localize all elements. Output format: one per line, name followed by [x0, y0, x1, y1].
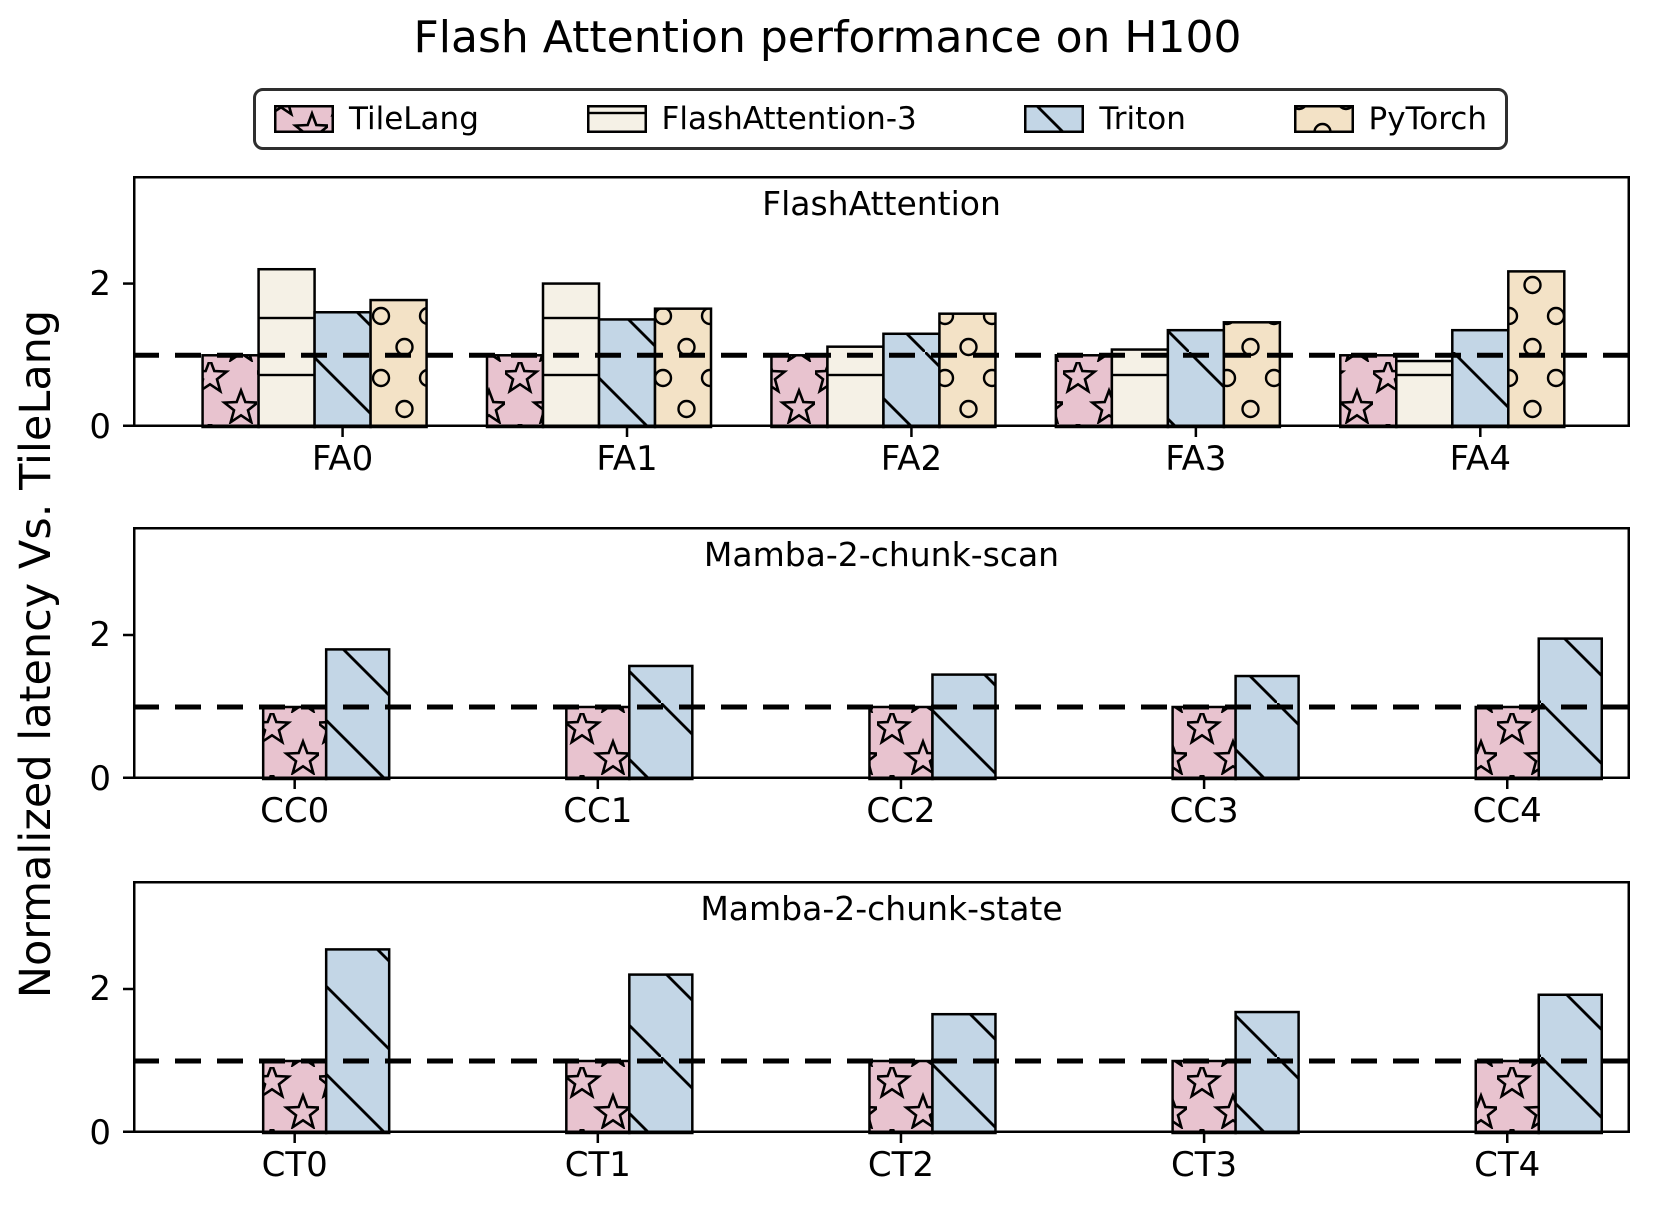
bar-PyTorch-FA2: [938, 312, 997, 429]
plot-area-FlashAttention: [123, 176, 1630, 437]
legend-label-FlashAttention-3: FlashAttention-3: [661, 101, 917, 137]
bar-Triton-CC3: [1234, 674, 1300, 781]
bar-TileLang-FA0: [201, 354, 260, 429]
bar-TileLang-FA3: [1054, 354, 1114, 429]
bar-TileLang-CT4: [1474, 1059, 1540, 1135]
bar-PyTorch-FA1: [653, 307, 713, 429]
x-tick-label-CT2: CT2: [867, 1145, 935, 1185]
plot-area-Mamba-2-chunk-state: [123, 881, 1630, 1143]
bar-PyTorch-FA0: [369, 298, 428, 429]
bar-FlashAttention-3-FA3: [1110, 348, 1170, 429]
bar-TileLang-CT2: [868, 1059, 934, 1135]
x-tick-label-FA4: FA4: [1449, 439, 1511, 479]
x-tick-label-CT1: CT1: [564, 1145, 631, 1185]
bar-Triton-CT3: [1234, 1010, 1300, 1135]
bar-TileLang-CT1: [565, 1059, 631, 1135]
plot-area-Mamba-2-chunk-scan: [123, 527, 1630, 789]
y-tick-label-2: 2: [89, 969, 111, 1009]
star-hatch-icon: [274, 105, 334, 133]
bar-TileLang-FA4: [1339, 354, 1398, 429]
x-tick-label-CC0: CC0: [260, 791, 330, 831]
x-tick-label-FA1: FA1: [596, 439, 658, 479]
legend-item-FlashAttention-3: FlashAttention-3: [586, 101, 917, 137]
axes-spines: [133, 176, 1630, 427]
circles-hatch-icon: [1293, 105, 1354, 133]
bar-Triton-CC2: [931, 673, 997, 781]
bar-FlashAttention-3-FA0: [257, 267, 316, 429]
bar-TileLang-CC3: [1171, 705, 1237, 781]
bar-Triton-FA1: [597, 318, 657, 429]
x-tick-label-CC3: CC3: [1169, 791, 1239, 831]
bar-TileLang-FA1: [485, 354, 545, 429]
bar-Triton-CT2: [931, 1012, 997, 1135]
axes-spines: [133, 881, 1630, 1133]
legend-item-Triton: Triton: [1024, 101, 1186, 137]
legend-item-TileLang: TileLang: [274, 101, 479, 137]
bar-Triton-CC1: [628, 664, 694, 781]
bar-TileLang-FA2: [770, 354, 829, 429]
horizontal-lines-hatch-icon: [586, 105, 647, 133]
legend-label-TileLang: TileLang: [349, 101, 479, 137]
bar-TileLang-CC2: [868, 705, 934, 781]
x-tick-label-CC2: CC2: [866, 791, 936, 831]
bar-Triton-CT4: [1537, 993, 1603, 1135]
legend-label-Triton: Triton: [1099, 101, 1186, 137]
bar-TileLang-CC1: [565, 705, 631, 781]
bar-TileLang-CC4: [1474, 705, 1540, 781]
x-tick-label-CC1: CC1: [563, 791, 633, 831]
y-tick-label-2: 2: [89, 263, 111, 304]
axes-spines: [133, 527, 1630, 779]
x-tick-label-FA0: FA0: [311, 439, 374, 479]
y-tick-label-0: 0: [89, 407, 111, 447]
bar-FlashAttention-3-FA2: [826, 345, 885, 429]
bar-FlashAttention-3-FA1: [541, 282, 601, 429]
bar-TileLang-CC0: [261, 705, 328, 781]
bar-TileLang-CT0: [261, 1059, 328, 1135]
x-tick-label-CT3: CT3: [1171, 1145, 1238, 1185]
chart-title: Flash Attention performance on H100: [413, 12, 1242, 63]
legend-label-PyTorch: PyTorch: [1368, 101, 1487, 137]
y-axis-label: Normalized latency Vs. TileLang: [11, 309, 61, 999]
y-tick-label-0: 0: [89, 759, 111, 799]
y-tick-label-2: 2: [89, 615, 111, 655]
legend-item-PyTorch: PyTorch: [1293, 101, 1487, 137]
bar-Triton-CT0: [324, 948, 391, 1135]
legend: TileLang FlashAttention-3 Triton PyTorch: [253, 88, 1508, 150]
bar-PyTorch-FA3: [1222, 321, 1282, 429]
x-tick-label-FA3: FA3: [1165, 439, 1227, 479]
diagonal-hatch-icon: [1024, 105, 1085, 133]
bar-FlashAttention-3-FA4: [1395, 359, 1454, 429]
bar-PyTorch-FA4: [1507, 270, 1566, 429]
bar-TileLang-CT3: [1171, 1059, 1237, 1135]
bar-Triton-FA3: [1166, 328, 1226, 429]
x-tick-label-CT0: CT0: [261, 1145, 328, 1185]
bar-Triton-FA4: [1451, 328, 1510, 429]
x-tick-label-FA2: FA2: [880, 439, 943, 479]
y-tick-label-0: 0: [89, 1113, 111, 1153]
x-tick-label-CT4: CT4: [1474, 1145, 1541, 1185]
bar-Triton-FA2: [882, 332, 941, 429]
x-tick-label-CC4: CC4: [1472, 791, 1542, 831]
bar-Triton-FA0: [313, 311, 372, 429]
bar-Triton-CT1: [628, 973, 694, 1135]
bar-Triton-CC0: [324, 648, 391, 781]
